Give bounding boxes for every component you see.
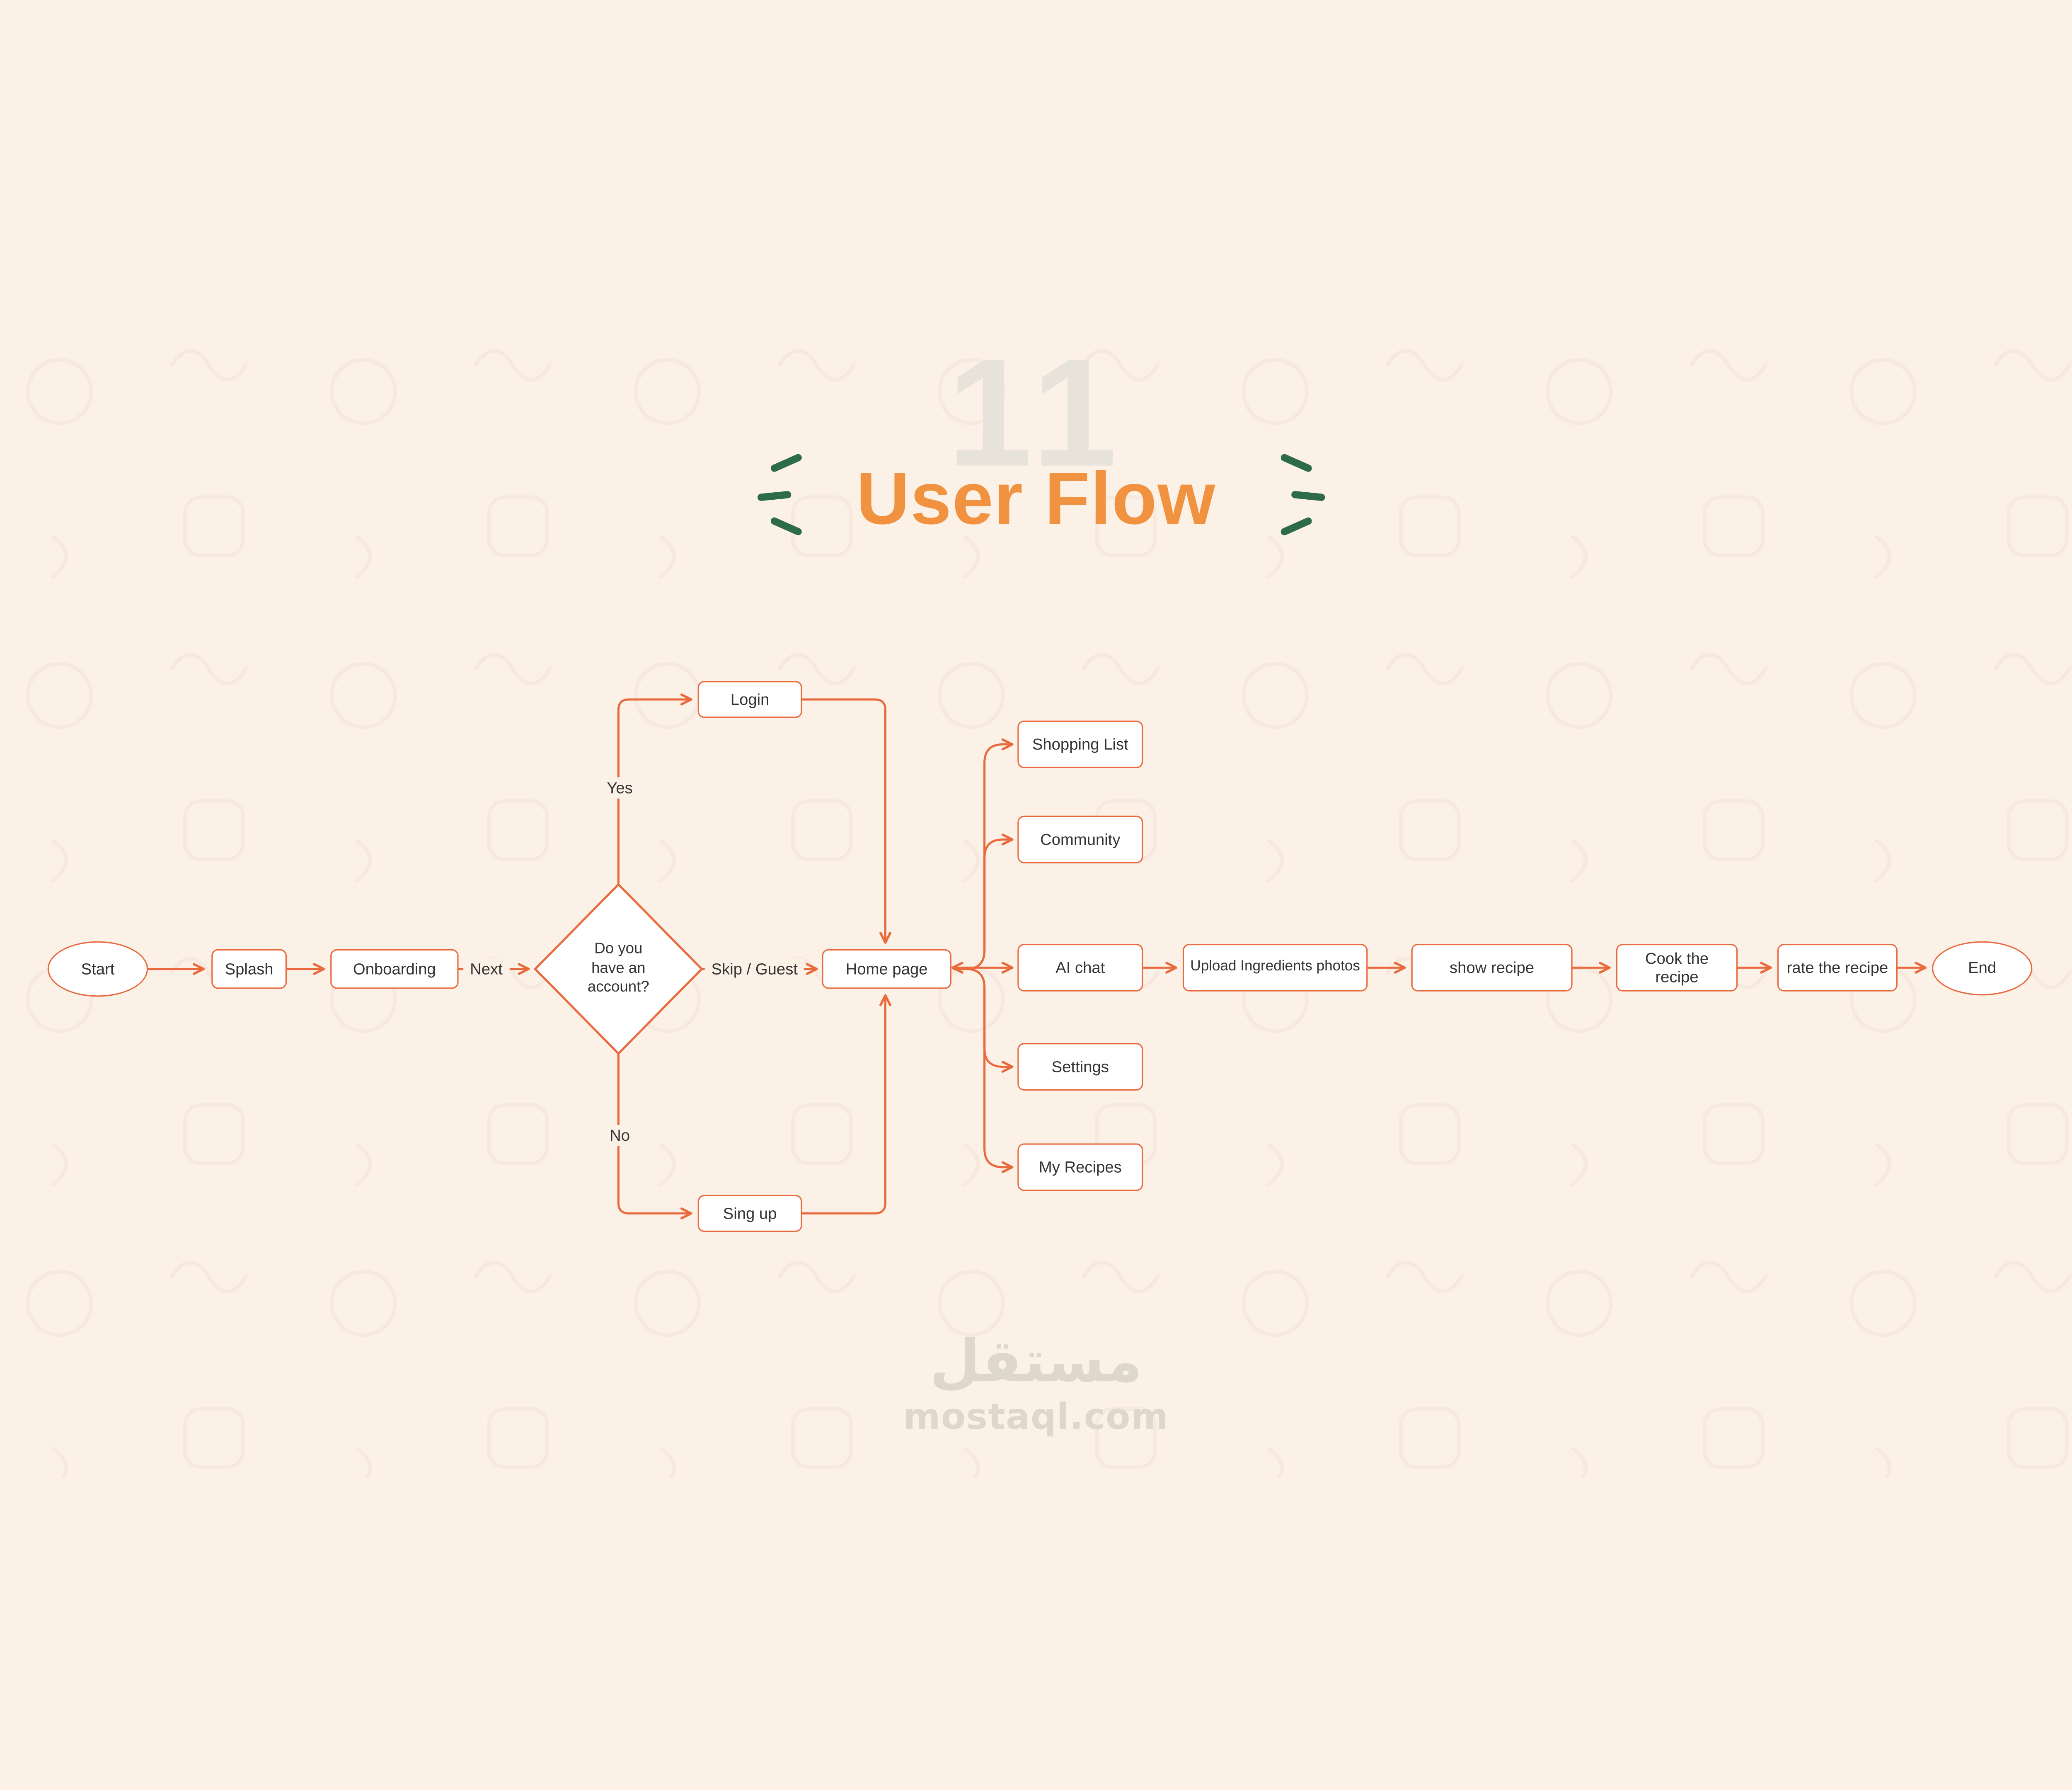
node-decision-shape (533, 883, 703, 1055)
node-sign-up: Sing up (697, 1195, 802, 1232)
node-splash: Splash (211, 949, 287, 989)
node-shopping-list: Shopping List (1017, 721, 1143, 768)
title-decoration-left-icon (757, 454, 802, 535)
node-rate-recipe: rate the recipe (1777, 943, 1898, 992)
watermark: مستقل mostaql.com (0, 1328, 2072, 1438)
node-login: Login (697, 681, 802, 718)
node-end: End (1932, 941, 2033, 996)
watermark-logo: مستقل (929, 1328, 1143, 1396)
node-ai-chat: AI chat (1017, 943, 1143, 992)
node-my-recipes: My Recipes (1017, 1143, 1143, 1191)
edge-decision-login (617, 693, 692, 886)
node-decision-label: Do you have an account? (587, 941, 649, 996)
edge-home-shopping-list (953, 738, 1014, 970)
page-number: 11 (947, 327, 1125, 499)
title-decoration-right-icon (1280, 454, 1325, 535)
watermark-site: mostaql.com (903, 1396, 1169, 1438)
edge-home-community (953, 833, 1014, 970)
node-start: Start (47, 941, 148, 997)
edge-label-skip-guest: Skip / Guest (704, 958, 804, 980)
edge-label-yes: Yes (600, 777, 639, 799)
edge-label-no: No (603, 1125, 637, 1146)
node-show-recipe: show recipe (1411, 943, 1573, 992)
edge-label-next: Next (463, 958, 509, 980)
page-title: User Flow (856, 456, 1216, 540)
node-upload-ingredients: Upload Ingredients photos (1182, 943, 1368, 992)
edge-login-home (801, 698, 891, 944)
edge-home-settings (953, 968, 1014, 1073)
node-community: Community (1017, 815, 1143, 864)
node-home-page: Home page (822, 949, 951, 989)
edge-home-my-recipes (953, 968, 1014, 1173)
node-cook-recipe: Cook the recipe (1616, 943, 1738, 992)
background-doodle-pattern (0, 312, 2072, 1478)
flow-connectors (147, 693, 1927, 1219)
edge-signup-home (801, 994, 891, 1215)
node-onboarding: Onboarding (330, 949, 459, 989)
user-flow-canvas: 11 User Flow (0, 312, 2072, 1478)
edge-decision-signup (617, 1052, 692, 1219)
node-settings: Settings (1017, 1043, 1143, 1091)
